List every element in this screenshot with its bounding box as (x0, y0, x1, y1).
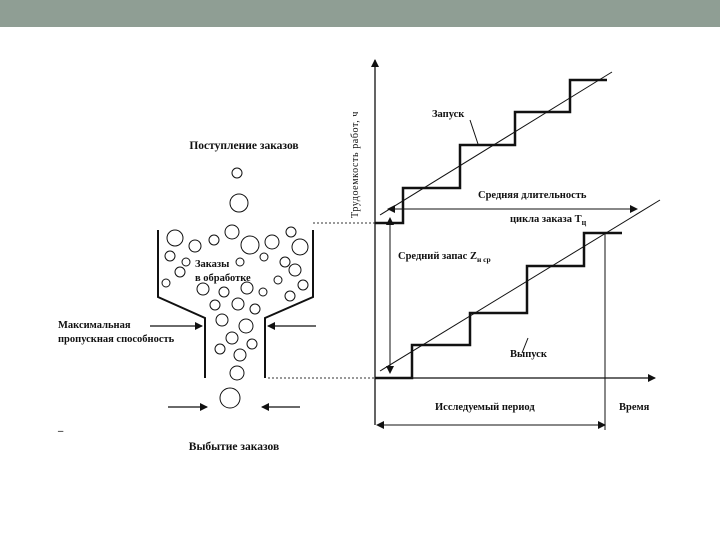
time-label: Время (619, 402, 650, 413)
release-trend-line (379, 199, 661, 372)
dotted-guides (268, 222, 375, 379)
avg-cycle-label-line1: Средняя длительность (478, 190, 587, 201)
in-process-label-line2: в обработке (195, 273, 251, 284)
release-label: Выпуск (510, 349, 548, 360)
dash-mark: _ (57, 422, 64, 433)
in-process-label-line1: Заказы (195, 259, 229, 270)
order-output-label: Выбытие заказов (189, 441, 279, 453)
launch-label: Запуск (432, 109, 465, 120)
order-circles (161, 167, 309, 409)
launch-staircase (375, 78, 607, 225)
header-bar (0, 0, 720, 27)
avg-cycle-label-line2: цикла заказа Tц (510, 214, 587, 227)
chart-axes (371, 59, 656, 425)
avg-cycle-subscript: ц (582, 218, 587, 227)
avg-stock-label-text: Средний запас Z (398, 251, 477, 262)
capacity-arrows (150, 322, 316, 411)
avg-cycle-label-text: цикла заказа T (510, 214, 582, 225)
incoming-orders-label: Поступление заказов (189, 140, 298, 152)
slide-canvas (0, 27, 720, 540)
avg-stock-label: Средний запас Zн ср (398, 251, 491, 264)
max-capacity-label-line2: пропускная способность (58, 334, 175, 345)
pointer-lines (469, 119, 529, 354)
y-axis-label: Трудоемкость работ, ч (350, 111, 361, 218)
max-capacity-label-line1: Максимальная (58, 320, 131, 331)
period-label: Исследуемый период (435, 402, 535, 413)
avg-stock-subscript: н ср (477, 255, 491, 264)
funnel-outline (157, 230, 314, 378)
launch-trend-line (379, 71, 613, 216)
release-staircase (375, 231, 622, 380)
